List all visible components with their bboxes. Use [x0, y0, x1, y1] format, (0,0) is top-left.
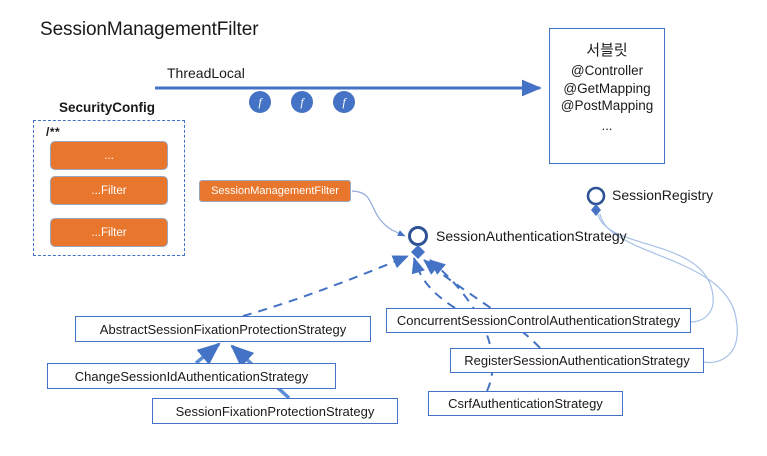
- filter-badge-icon: f: [291, 91, 313, 113]
- interface-lollipop-sessionauthenticationstrategy: [408, 226, 428, 259]
- class-box-csrf-authentication-strategy[interactable]: CsrfAuthenticationStrategy: [428, 391, 623, 416]
- interface-label-sessionauthenticationstrategy: SessionAuthenticationStrategy: [436, 228, 627, 244]
- servlet-annotation: @PostMapping: [560, 98, 654, 114]
- interface-lollipop-sessionregistry: [586, 186, 606, 216]
- class-box-session-fixation-protection-strategy[interactable]: SessionFixationProtectionStrategy: [152, 398, 398, 424]
- realize-abstract-to-strategy: [242, 255, 409, 317]
- servlet-annotation: @GetMapping: [563, 80, 651, 96]
- class-box-concurrent-session-control-authentication-strategy[interactable]: ConcurrentSessionControlAuthenticationSt…: [386, 308, 691, 333]
- servlet-ellipsis: ...: [601, 118, 613, 134]
- class-box-change-session-id-authentication-strategy[interactable]: ChangeSessionIdAuthenticationStrategy: [47, 363, 336, 389]
- servlet-box: 서블릿 @Controller @GetMapping @PostMapping…: [549, 28, 665, 164]
- threadlocal-label: ThreadLocal: [167, 65, 245, 81]
- extends-changesessionid-to-abstract: [194, 342, 221, 365]
- class-box-abstract-session-fixation-protection-strategy[interactable]: AbstractSessionFixationProtectionStrateg…: [75, 316, 371, 342]
- filter-badge-icon: f: [249, 91, 271, 113]
- link-filter-to-strategy: [351, 190, 406, 237]
- class-box-register-session-authentication-strategy[interactable]: RegisterSessionAuthenticationStrategy: [450, 348, 704, 373]
- filter-chip[interactable]: ...Filter: [50, 218, 168, 247]
- securityconfig-title: SecurityConfig: [59, 100, 156, 115]
- realize-concurrent-to-strategy: [411, 257, 456, 309]
- url-pattern-label: /**: [46, 125, 61, 139]
- filter-chip[interactable]: ...Filter: [50, 176, 168, 205]
- sessionmanagementfilter-chip[interactable]: SessionManagementFilter: [199, 180, 351, 202]
- servlet-heading: 서블릿: [586, 42, 628, 59]
- realize-register-to-strategy: [423, 259, 541, 349]
- servlet-annotation: @Controller: [570, 62, 644, 78]
- filter-chip[interactable]: ...: [50, 141, 168, 170]
- filter-badge-icon: f: [333, 91, 355, 113]
- interface-label-sessionregistry: SessionRegistry: [612, 187, 714, 203]
- page-title: SessionManagementFilter: [40, 19, 259, 40]
